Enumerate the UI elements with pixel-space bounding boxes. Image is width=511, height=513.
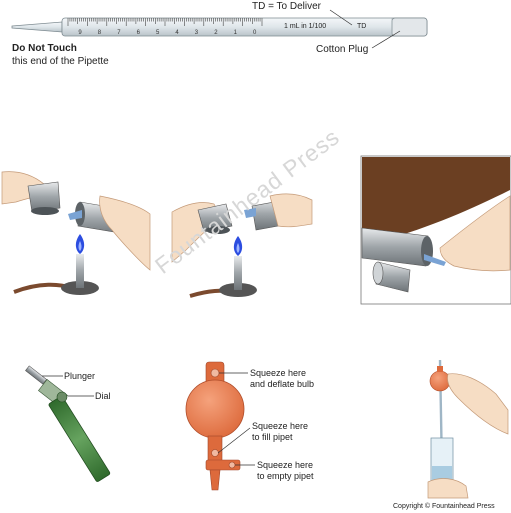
- warning-text: this end of the Pipette: [12, 56, 109, 67]
- hand-right: [269, 193, 313, 228]
- copyright: Copyright © Fountainhead Press: [393, 503, 495, 510]
- warning-title: Do Not Touch: [12, 43, 77, 54]
- pipet-bulb: [185, 361, 255, 491]
- flame-inner: [236, 243, 240, 253]
- pump-plunger: [25, 365, 47, 385]
- valve-a-marker: [210, 368, 220, 378]
- scale-number: 9: [78, 30, 82, 36]
- container-large: [361, 227, 429, 267]
- flame-inner: [78, 241, 82, 251]
- flame-panel-1: [1, 171, 151, 295]
- brown-table: [362, 157, 510, 246]
- bulb-stem: [209, 469, 221, 491]
- pipette-tips: [244, 208, 256, 218]
- pump-body: [48, 396, 111, 482]
- hand-lower: [427, 478, 469, 499]
- valve-e-marker: [228, 461, 236, 469]
- scale-number: 7: [117, 30, 121, 36]
- plunger-label: Plunger: [64, 371, 96, 381]
- close-up-panel: [360, 155, 511, 305]
- cotton-plug-region: [391, 17, 428, 37]
- empty-label-line1: Squeeze here: [257, 460, 314, 470]
- cotton-plug-pointer-line: [371, 30, 401, 49]
- scale-number: 6: [137, 30, 141, 36]
- flame-panel-2: [171, 193, 313, 298]
- fill-label-line1: Squeeze here: [252, 421, 309, 431]
- scale-number: 0: [253, 30, 257, 36]
- pipette-tip: [11, 21, 63, 33]
- scale-number: 3: [195, 30, 199, 36]
- bottle-cap: [197, 203, 233, 233]
- td-mark: TD: [357, 23, 367, 30]
- bulb-in-use: [427, 359, 509, 499]
- hand-right: [99, 195, 151, 271]
- burner-tube: [76, 254, 84, 288]
- pipette-scale-numbers: 9 8 7 6 5 4 3 2 1 0: [78, 30, 257, 36]
- deflate-label-line2: and deflate bulb: [250, 379, 315, 389]
- pipette-tip-emerging: [424, 254, 446, 266]
- bulb-small: [429, 370, 451, 392]
- burner-tube: [234, 256, 242, 290]
- bottle-cap: [27, 181, 61, 213]
- pipette-scale-ticks: [67, 18, 263, 26]
- pipette: 9 8 7 6 5 4 3 2 1 0: [11, 9, 428, 49]
- pipet-pump: [25, 365, 111, 482]
- hand-upper: [447, 373, 509, 435]
- scale-number: 4: [175, 30, 179, 36]
- scale-number: 1: [234, 30, 238, 36]
- scale-number: 2: [214, 30, 218, 36]
- cotton-plug-label: Cotton Plug: [316, 44, 369, 55]
- empty-label-line2: to empty pipet: [257, 471, 314, 481]
- valve-s-marker: [211, 449, 219, 457]
- hand-reaching: [439, 195, 511, 272]
- dial-label: Dial: [95, 391, 111, 401]
- td-label: TD = To Deliver: [252, 1, 322, 12]
- bulb-body: [185, 379, 245, 439]
- pipette-tips: [68, 210, 82, 220]
- pump-dial: [56, 391, 68, 403]
- scale-number: 8: [98, 30, 102, 36]
- scale-number: 5: [156, 30, 160, 36]
- scale-label: 1 mL in 1/100: [284, 23, 327, 30]
- deflate-label-line1: Squeeze here: [250, 368, 307, 378]
- td-pointer-line: [329, 9, 353, 26]
- fill-label-line2: to fill pipet: [252, 432, 293, 442]
